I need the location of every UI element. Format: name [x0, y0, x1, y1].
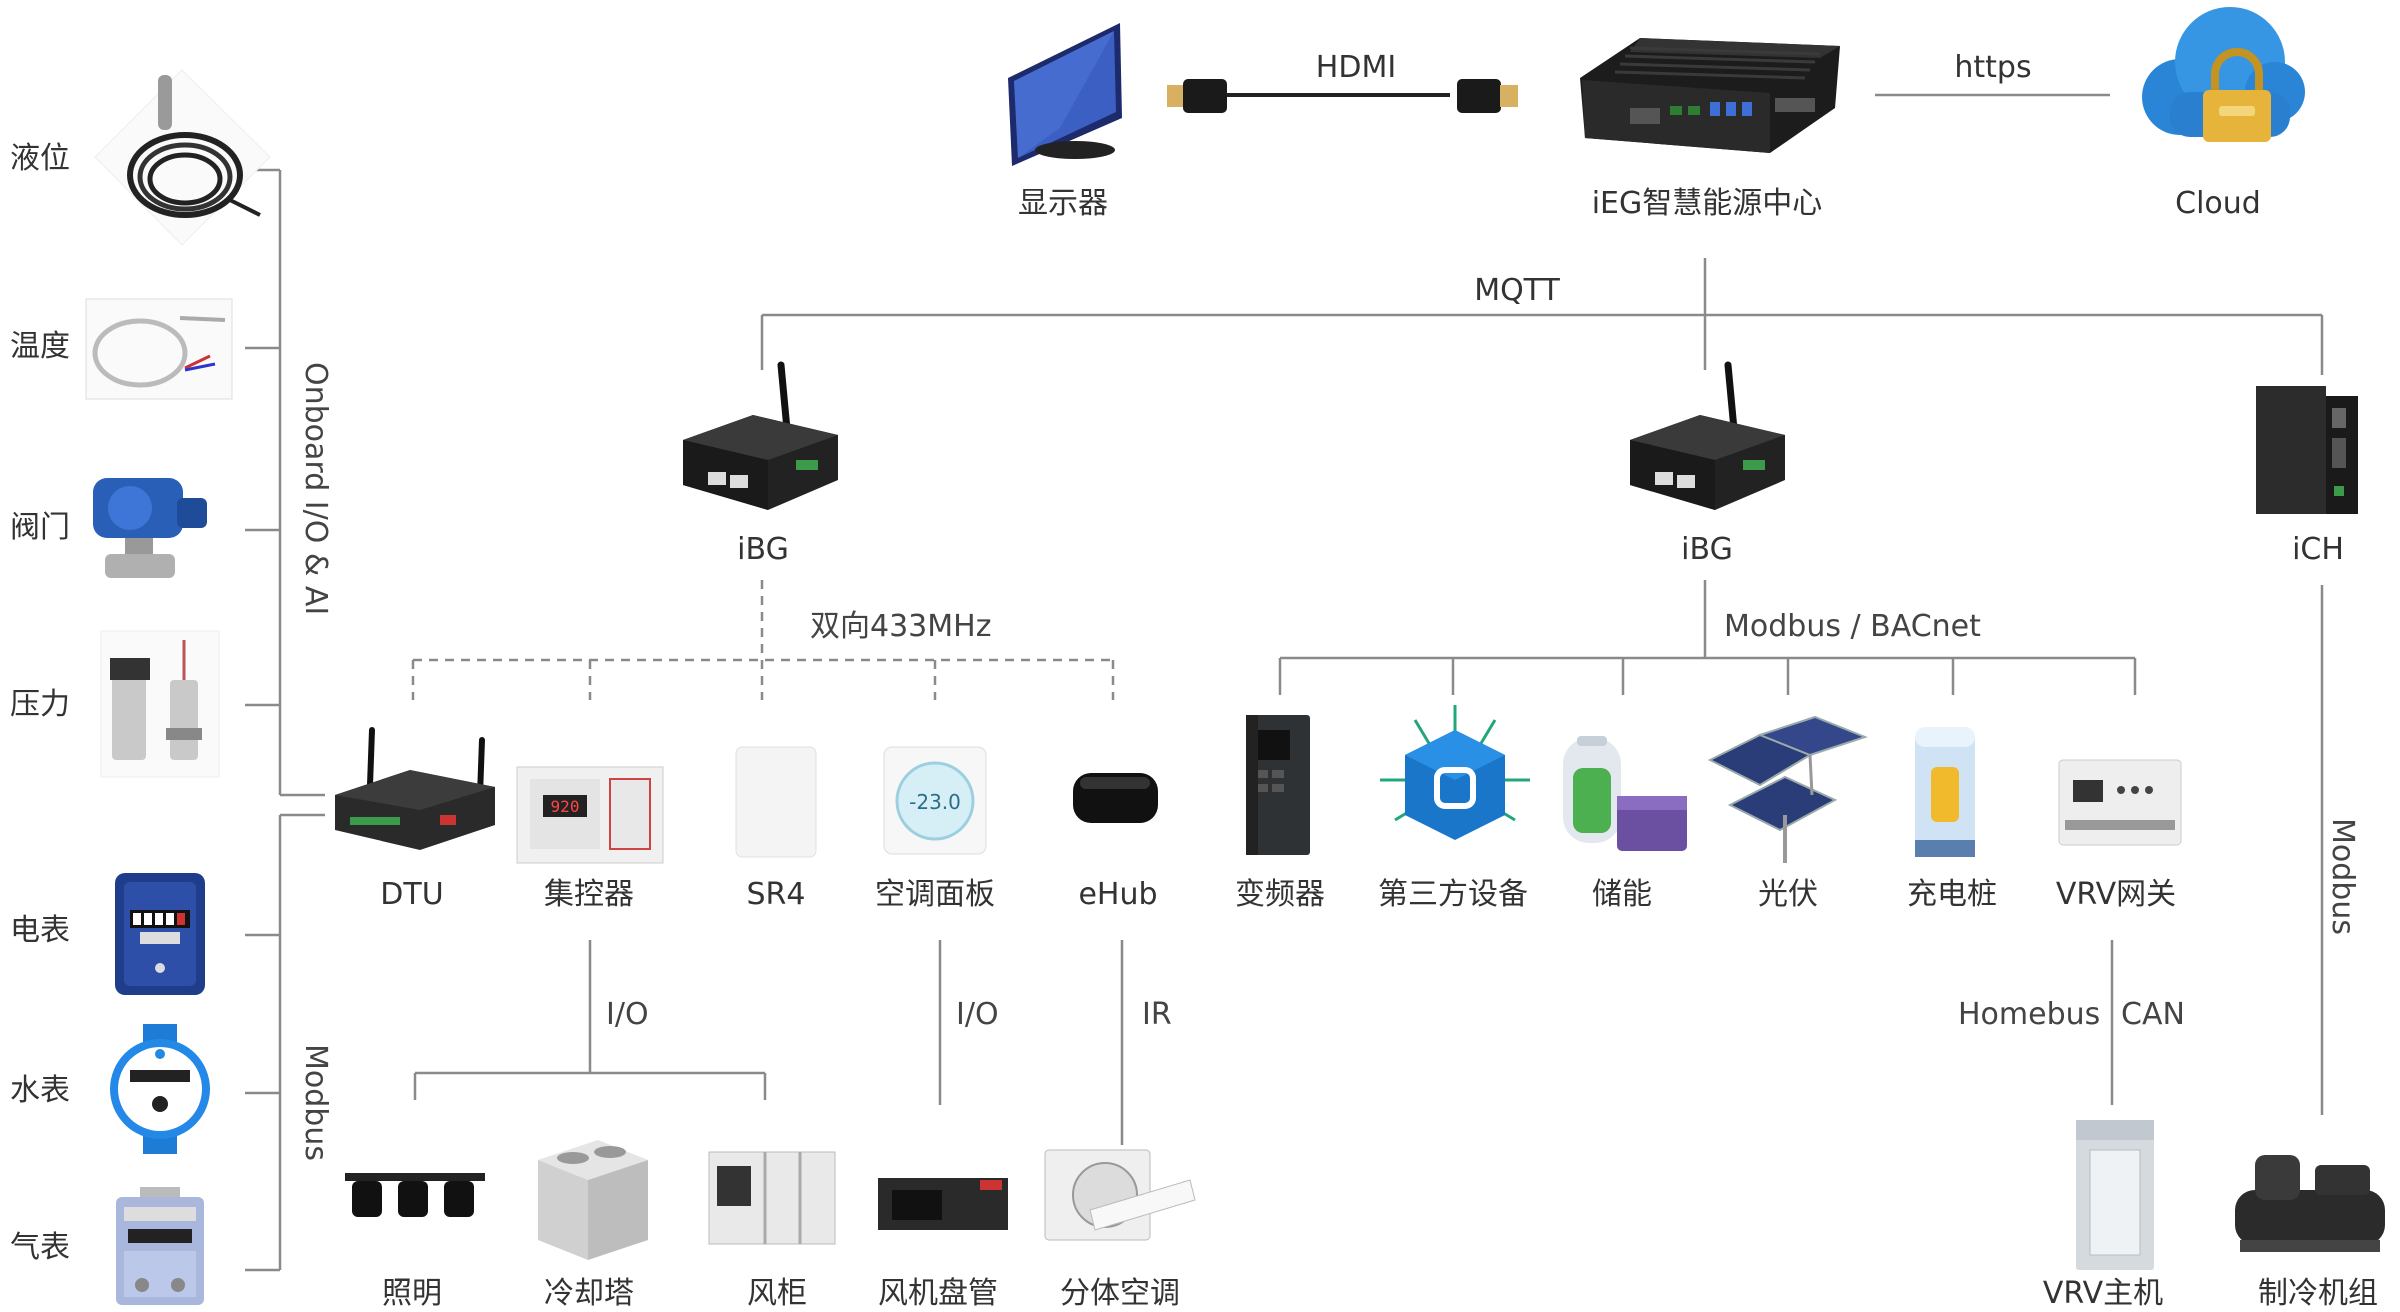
solar-label: 光伏: [1758, 877, 1818, 912]
temperature-probe-icon: [85, 298, 233, 400]
electricity-meter-icon: [115, 873, 205, 995]
sensor-label: 压力: [10, 687, 70, 722]
ibg-router-icon: [1630, 361, 1785, 510]
third-party-label: 第三方设备: [1378, 877, 1528, 912]
fan-coil-label: 风机盘管: [878, 1276, 998, 1311]
ibg-router-icon: [683, 361, 838, 510]
sr4-box-icon: [735, 746, 817, 858]
ibg-left-label: iBG: [737, 532, 789, 567]
sensor-label: 液位: [10, 141, 70, 176]
https-label: https: [1954, 50, 2032, 85]
cooling-tower-label: 冷却塔: [544, 1276, 634, 1311]
track-light-icon: [345, 1173, 485, 1217]
ich-label: iCH: [2292, 532, 2344, 567]
io-label-controller: I/O: [606, 997, 649, 1032]
solar-panel-icon: [1707, 715, 1868, 863]
onboard-io-label: Onboard I/O & AI: [298, 362, 333, 616]
panel-temperature: -23.0: [909, 790, 961, 814]
split-ac-label: 分体空调: [1060, 1276, 1180, 1311]
ac-panel-label: 空调面板: [875, 877, 995, 912]
sr4-label: SR4: [746, 877, 806, 912]
lighting-label: 照明: [382, 1276, 442, 1311]
sensor-label: 水表: [10, 1073, 70, 1108]
storage-label: 储能: [1592, 877, 1652, 912]
vrv-unit-icon: [2076, 1120, 2154, 1270]
ac-panel-icon: -23.0: [883, 746, 987, 855]
ieg-label: iEG智慧能源中心: [1591, 186, 1823, 221]
inverter-icon: [1246, 715, 1310, 855]
monitor-label: 显示器: [1018, 186, 1108, 221]
valve-actuator-icon: [93, 478, 207, 578]
ibg-right-label: iBG: [1681, 532, 1733, 567]
monitor-icon: [1008, 23, 1122, 166]
can-label: CAN: [2121, 997, 2185, 1032]
modbus-bacnet-label: Modbus / BACnet: [1724, 609, 1981, 644]
ehub-icon: [1073, 773, 1158, 823]
inverter-label: 变频器: [1235, 877, 1325, 912]
water-meter-icon: [110, 1024, 210, 1154]
cloud-lock-icon: [2142, 7, 2305, 142]
central-controller-icon: 920: [516, 766, 664, 864]
charging-pile-icon: [1915, 727, 1975, 857]
vrv-unit-label: VRV主机: [2042, 1276, 2164, 1311]
sensor-label: 阀门: [10, 510, 70, 545]
hdmi-cable-icon: [1167, 79, 1518, 113]
controller-label: 集控器: [544, 877, 634, 912]
controller-display: 920: [551, 797, 580, 816]
cooling-tower-icon: [538, 1140, 648, 1260]
level-sensor-icon: [94, 69, 271, 246]
vrv-gateway-label: VRV网关: [2055, 877, 2177, 912]
ehub-label: eHub: [1078, 877, 1158, 912]
air-handler-label: 风柜: [747, 1276, 807, 1311]
io-label-panel: I/O: [956, 997, 999, 1032]
sensor-label: 气表: [10, 1230, 70, 1265]
ich-controller-icon: [2256, 386, 2358, 514]
ieg-gateway-icon: [1580, 38, 1840, 153]
rf-433-label: 双向433MHz: [810, 609, 992, 644]
sensor-label: 温度: [10, 329, 70, 364]
sensor-label: 电表: [10, 913, 70, 948]
third-party-device-icon: [1380, 705, 1530, 840]
fan-coil-icon: [878, 1178, 1008, 1230]
gas-meter-icon: [116, 1187, 204, 1305]
modbus-right-label: Modbus: [2325, 818, 2360, 935]
ir-label: IR: [1142, 997, 1172, 1032]
energy-storage-icon: [1563, 736, 1687, 851]
air-handler-icon: [708, 1151, 836, 1245]
dtu-label: DTU: [380, 877, 444, 912]
homebus-label: Homebus: [1958, 997, 2101, 1032]
chiller-label: 制冷机组: [2258, 1276, 2378, 1311]
dtu-router-icon: [335, 727, 495, 850]
pressure-transmitter-icon: [100, 630, 220, 778]
split-ac-icon: [1044, 1149, 1196, 1241]
modbus-left-label: Modbus: [298, 1044, 333, 1161]
cloud-label: Cloud: [2175, 186, 2261, 221]
mqtt-label: MQTT: [1474, 273, 1560, 308]
chiller-icon: [2235, 1155, 2385, 1252]
hdmi-label: HDMI: [1315, 50, 1397, 85]
charger-label: 充电桩: [1907, 877, 1997, 912]
vrv-gateway-icon: [2058, 759, 2182, 846]
